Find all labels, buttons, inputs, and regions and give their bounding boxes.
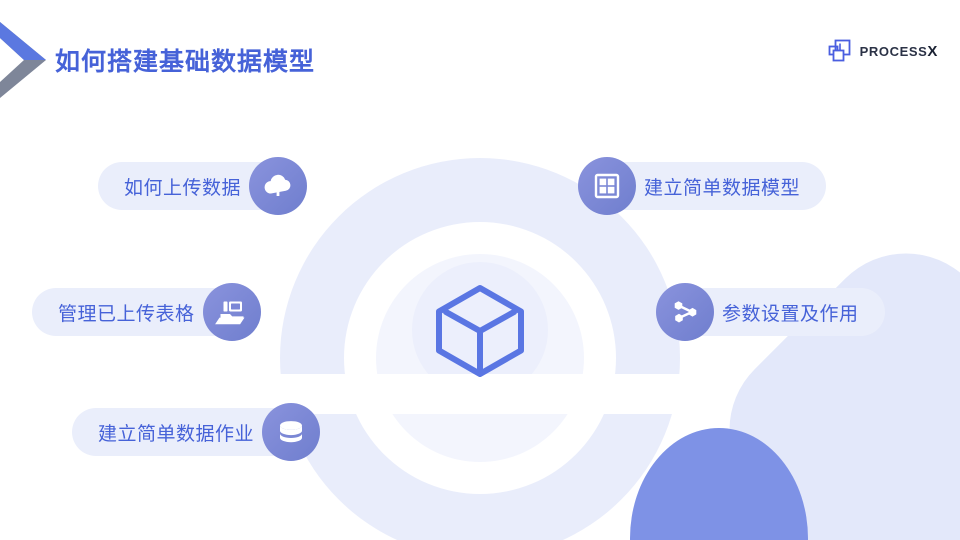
topic-pill-upload-data[interactable]: 如何上传数据 (98, 157, 308, 215)
topic-pill-data-job[interactable]: 建立简单数据作业 (72, 403, 321, 461)
topic-pill-parameters[interactable]: 参数设置及作用 (656, 283, 885, 341)
topic-label: 建立简单数据模型 (644, 177, 801, 199)
brand-wordmark: PROCESSX (860, 44, 938, 59)
topic-label: 建立简单数据作业 (98, 423, 255, 445)
decoration-rounded-square (693, 217, 960, 540)
folder-files-icon (202, 283, 261, 341)
brand-logo: PROCESSX (827, 38, 938, 64)
cube-3d-icon (436, 285, 524, 377)
brand-name: PROCESS (859, 43, 928, 59)
topic-label: 管理已上传表格 (58, 303, 195, 325)
cloud-upload-icon (249, 157, 308, 215)
topic-pill-manage-tables[interactable]: 管理已上传表格 (32, 283, 261, 341)
topic-label: 参数设置及作用 (722, 303, 859, 325)
topic-pill-data-model[interactable]: 建立简单数据模型 (578, 157, 827, 215)
brand-suffix: X (927, 42, 938, 60)
topic-label: 如何上传数据 (124, 177, 242, 199)
processx-logo-icon (828, 39, 851, 62)
share-nodes-icon (656, 283, 714, 341)
grid-table-icon (578, 157, 636, 215)
page-title: 如何搭建基础数据模型 (55, 48, 316, 76)
database-icon (262, 403, 321, 461)
decoration-blue-blob (630, 428, 808, 540)
chevron-right-icon (0, 22, 46, 98)
